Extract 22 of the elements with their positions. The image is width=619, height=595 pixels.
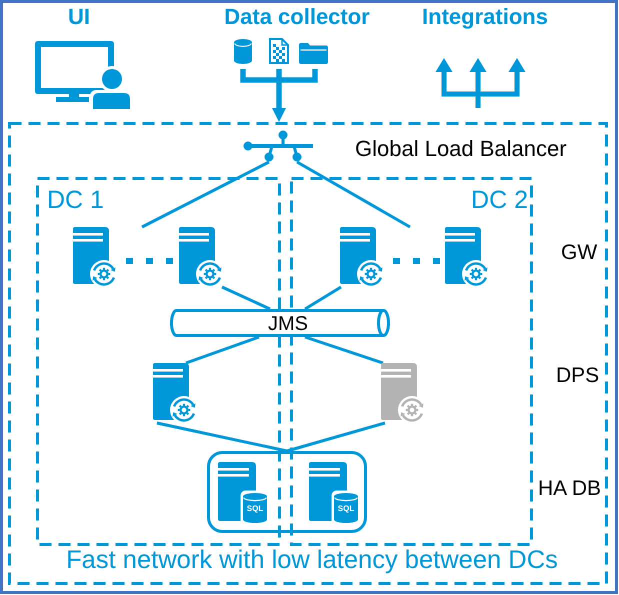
connector-line [286, 422, 386, 452]
connector-line [186, 336, 260, 364]
region-caption: Fast network with low latency between DCs [66, 546, 558, 575]
region-title: DC 2 [471, 186, 528, 215]
tier-label: GW [561, 241, 598, 266]
section-title: UI [68, 4, 90, 29]
connector-line [221, 286, 271, 310]
section-title: Data collector [224, 4, 370, 29]
queue-label: JMS [268, 314, 308, 334]
tier-label: HA DB [538, 477, 602, 502]
sql-label: SQL [338, 505, 354, 514]
component-label: Global Load Balancer [355, 136, 567, 161]
connector-line [156, 422, 288, 452]
connector-line [296, 160, 411, 228]
connector-line [304, 286, 342, 310]
section-title: Integrations [422, 4, 548, 29]
connector-line [141, 160, 270, 228]
tier-label: DPS [556, 364, 600, 388]
region-title: DC 1 [47, 186, 104, 215]
sql-label: SQL [246, 505, 264, 514]
merge-arrow [240, 66, 318, 122]
connector-line [304, 336, 384, 364]
